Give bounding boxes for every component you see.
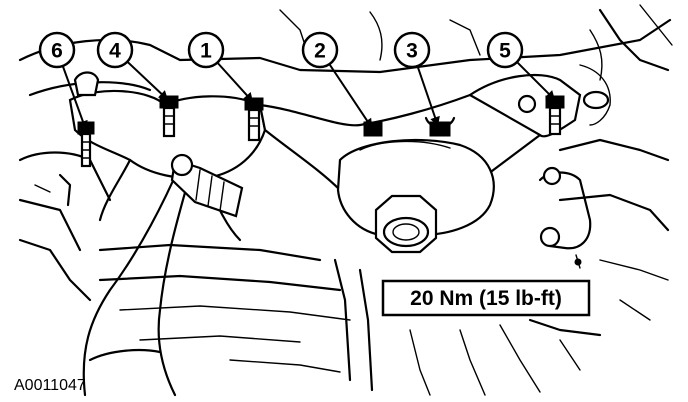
callout-circle-6 (38, 31, 76, 69)
callout-number-6: 6 (51, 40, 63, 63)
callout-3: 3 (393, 31, 440, 126)
callout-group: 6 4 1 2 3 5 (38, 31, 555, 130)
callout-circle-2 (301, 31, 339, 69)
callout-arrow-4 (158, 90, 168, 100)
callout-circle-4 (96, 31, 134, 69)
callout-leader-2 (328, 63, 371, 126)
callout-2: 2 (301, 31, 372, 128)
stud-1 (244, 97, 264, 142)
callout-number-5: 5 (499, 40, 511, 63)
callout-leader-1 (216, 61, 252, 100)
torque-spec-label: 20 Nm (15 lb-ft) (410, 287, 562, 310)
figure-id: A0011047 (14, 377, 86, 394)
exhaust-manifold (68, 64, 611, 242)
callout-number-2: 2 (314, 40, 326, 63)
stud-3 (424, 116, 456, 137)
callout-circle-1 (187, 31, 225, 69)
callout-4: 4 (96, 31, 168, 100)
stud-5 (545, 95, 565, 136)
callout-arrow-5 (545, 90, 555, 100)
callout-circle-3 (393, 31, 431, 69)
oxygen-sensor (82, 153, 244, 397)
callout-circle-5 (486, 31, 524, 69)
callout-arrow-2 (362, 117, 372, 128)
callout-5: 5 (486, 31, 555, 100)
callout-leader-3 (416, 65, 438, 123)
callout-leader-4 (126, 60, 166, 98)
callout-number-1: 1 (200, 40, 212, 63)
collector-plug (374, 194, 438, 254)
callout-leader-5 (516, 61, 553, 98)
callout-number-3: 3 (406, 40, 418, 63)
callout-arrow-6 (78, 119, 88, 130)
callout-arrow-1 (243, 91, 253, 102)
callout-number-4: 4 (109, 40, 121, 63)
callout-1: 1 (187, 31, 253, 102)
callout-arrow-3 (430, 115, 440, 126)
engine-block-linework (18, 4, 673, 396)
callout-leader-6 (61, 65, 86, 127)
callout-6: 6 (38, 31, 88, 130)
torque-spec-box: 20 Nm (15 lb-ft) (381, 279, 591, 317)
